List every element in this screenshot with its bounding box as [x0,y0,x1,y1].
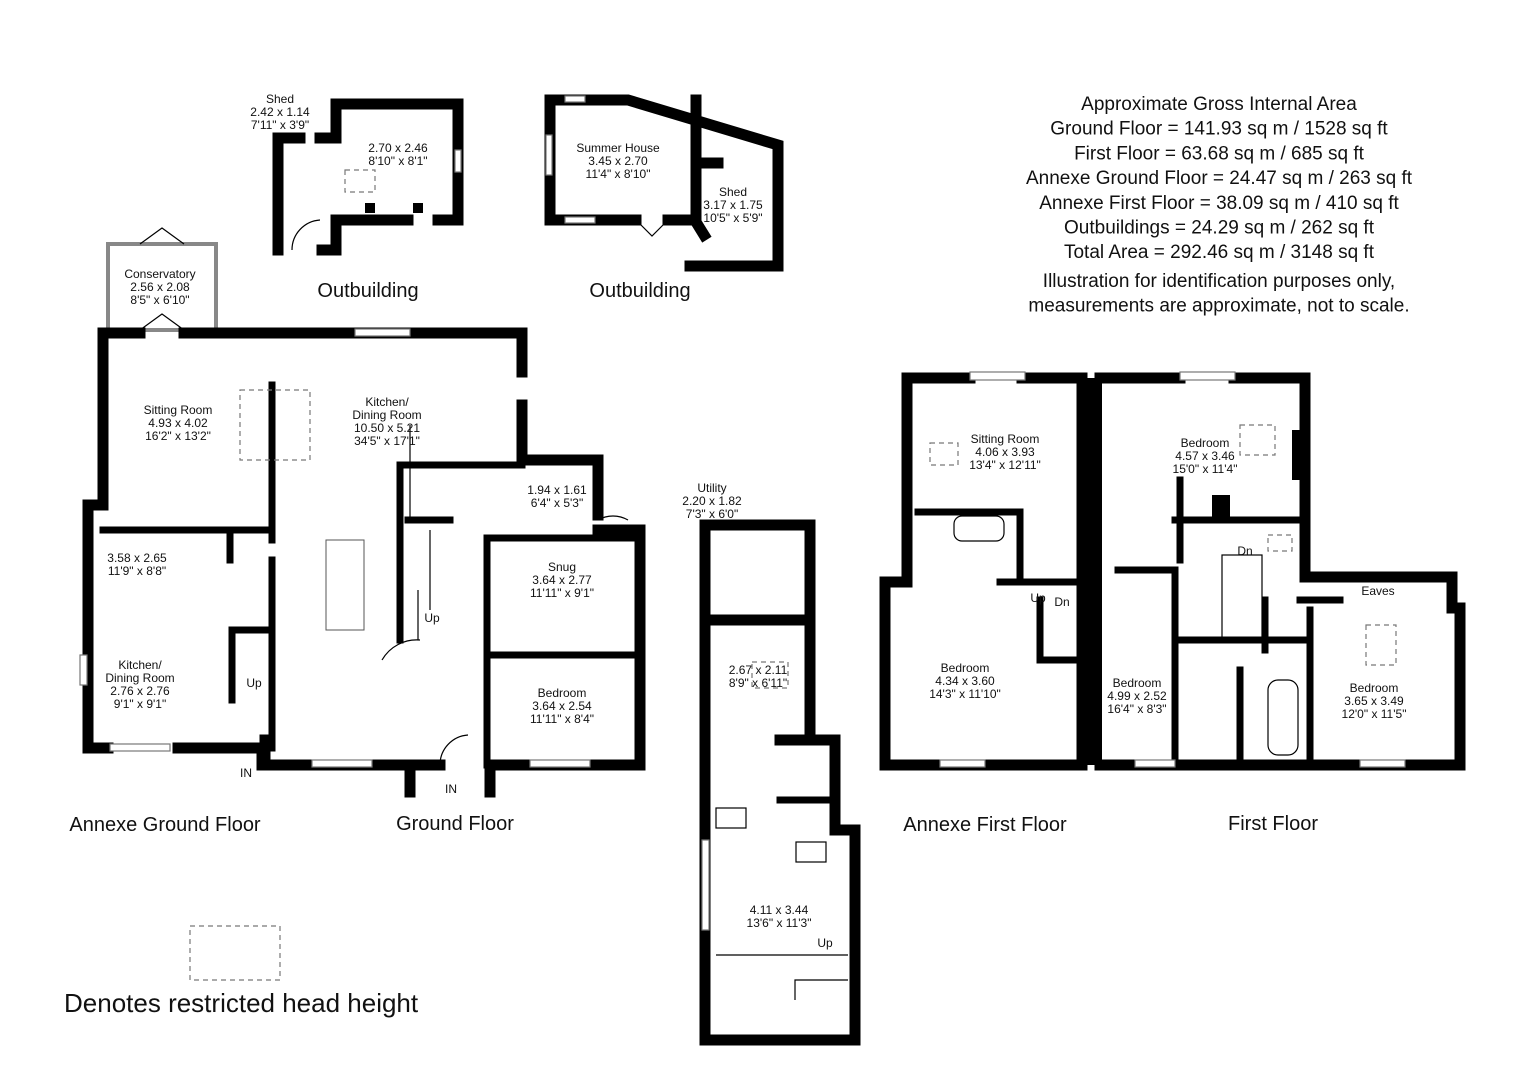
room-label-kitchen-dining: Kitchen/ [365,395,409,409]
room-label-utility: 7'3" x 6'0" [686,507,738,521]
stairs-up-label: Up [424,611,440,625]
ground-floor-walls [79,327,646,798]
floor-title-outbuilding-1: Outbuilding [317,280,418,302]
room-label-ground-bedroom: Bedroom [538,686,587,700]
floor-title-annexe-ground: Annexe Ground Floor [69,814,261,836]
room-label-snug: Snug [548,560,576,574]
room-label-sitting-room: 4.93 x 4.02 [148,416,208,430]
room-label-store: 8'10" x 8'1" [368,154,427,168]
room-label-annexe-kitchen-dining: Kitchen/ [118,658,162,672]
eaves-label: Eaves [1361,584,1394,598]
area-summary-line: First Floor = 63.68 sq m / 685 sq ft [1074,143,1365,164]
utility-walls [699,519,861,1046]
area-summary-line: Annexe Ground Floor = 24.47 sq m / 263 s… [1026,168,1413,189]
room-label-shed-1: Shed [266,92,294,106]
room-label-utility: Utility [697,481,726,495]
stairs-up-label: Up [817,936,833,950]
room-label-conservatory: 8'5" x 6'10" [130,293,189,307]
annexe-first-floor-walls [879,371,1102,771]
room-label-bedroom-2: 4.99 x 2.52 [1107,689,1167,703]
room-label-shed-1: 7'11" x 3'9" [251,118,309,132]
room-label-shed-2: Shed [719,185,747,199]
room-label-annexe-bedroom: 14'3" x 11'10" [929,687,1001,701]
floor-title-outbuilding-2: Outbuilding [589,280,690,302]
room-label-conservatory: 2.56 x 2.08 [130,280,190,294]
stairs-up-label: Up [1030,591,1046,605]
room-label-store-2: 8'9" x 6'11" [729,676,787,690]
room-label-small-room: 6'4" x 5'3" [531,496,583,510]
area-summary-title: Approximate Gross Internal Area [1081,94,1357,115]
area-summary-line: Outbuildings = 24.29 sq m / 262 sq ft [1064,218,1375,239]
room-label-ground-bedroom: 3.64 x 2.54 [532,699,592,713]
room-label-conservatory: Conservatory [124,267,195,281]
area-summary-line: Annexe First Floor = 38.09 sq m / 410 sq… [1039,193,1399,214]
legend-text: Denotes restricted head height [64,988,419,1018]
stairs-down-label: Dn [1237,544,1252,558]
room-label-bedroom-3: 12'0" x 11'5" [1342,707,1407,721]
room-label-kitchen-dining: 34'5" x 17'1" [354,434,420,448]
room-label-annexe-sitting-room: 13'4" x 12'11" [969,458,1041,472]
room-label-ground-bedroom: 11'11" x 8'4" [530,712,594,726]
area-summary-line: measurements are approximate, not to sca… [1028,296,1409,317]
room-label-store-2: 2.67 x 2.11 [729,663,788,677]
room-label-utility: 2.20 x 1.82 [682,494,742,508]
room-label-bedroom-1: 15'0" x 11'4" [1173,462,1238,476]
room-label-shed-2: 3.17 x 1.75 [703,198,763,212]
floor-title-ground: Ground Floor [396,813,514,835]
room-label-store: 2.70 x 2.46 [368,141,428,155]
area-summary-line: Illustration for identification purposes… [1043,271,1395,292]
outbuilding-summer-house [544,94,784,272]
room-label-annexe-kitchen-dining: Dining Room [105,671,174,685]
outbuilding-shed-store [272,98,464,256]
room-label-small-room: 1.94 x 1.61 [527,483,587,497]
room-label-annexe-kitchen: 3.58 x 2.65 [107,551,167,565]
room-label-kitchen-dining: 10.50 x 5.21 [354,421,420,435]
conservatory-walls [106,227,218,332]
entrance-label: IN [240,766,252,780]
floor-title-first: First Floor [1228,813,1318,835]
area-summary-line: Total Area = 292.46 sq m / 3148 sq ft [1064,242,1375,263]
room-label-garage-room: 4.11 x 3.44 [750,903,809,917]
room-label-snug: 11'11" x 9'1" [530,586,594,600]
room-label-summer-house: Summer House [576,141,660,155]
room-label-garage-room: 13'6" x 11'3" [747,916,812,930]
room-label-annexe-kitchen-dining: 9'1" x 9'1" [114,697,166,711]
room-label-bedroom-3: 3.65 x 3.49 [1344,694,1404,708]
restricted-head-height-swatch [189,925,281,981]
room-label-bedroom-2: Bedroom [1113,676,1162,690]
room-label-shed-2: 10'5" x 5'9" [703,211,762,225]
entrance-label: IN [445,782,457,796]
room-label-bedroom-1: 4.57 x 3.46 [1175,449,1235,463]
floor-title-annexe-first: Annexe First Floor [903,814,1067,836]
room-label-annexe-sitting-room: Sitting Room [971,432,1040,446]
room-label-bedroom-3: Bedroom [1350,681,1399,695]
room-label-summer-house: 11'4" x 8'10" [586,167,651,181]
area-summary-line: Ground Floor = 141.93 sq m / 1528 sq ft [1050,119,1388,140]
room-label-sitting-room: 16'2" x 13'2" [145,429,211,443]
room-label-annexe-sitting-room: 4.06 x 3.93 [975,445,1035,459]
room-label-annexe-kitchen: 11'9" x 8'8" [108,564,166,578]
room-label-annexe-bedroom: 4.34 x 3.60 [935,674,995,688]
room-label-sitting-room: Sitting Room [144,403,213,417]
room-label-bedroom-1: Bedroom [1181,436,1230,450]
room-label-snug: 3.64 x 2.77 [532,573,592,587]
room-label-annexe-bedroom: Bedroom [941,661,990,675]
room-label-annexe-kitchen-dining: 2.76 x 2.76 [110,684,170,698]
room-label-shed-1: 2.42 x 1.14 [250,105,310,119]
room-label-summer-house: 3.45 x 2.70 [588,154,648,168]
stairs-down-label: Dn [1054,595,1069,609]
room-label-kitchen-dining: Dining Room [352,408,421,422]
first-floor-walls [1094,371,1466,771]
stairs-up-label: Up [246,676,262,690]
room-label-bedroom-2: 16'4" x 8'3" [1107,702,1166,716]
